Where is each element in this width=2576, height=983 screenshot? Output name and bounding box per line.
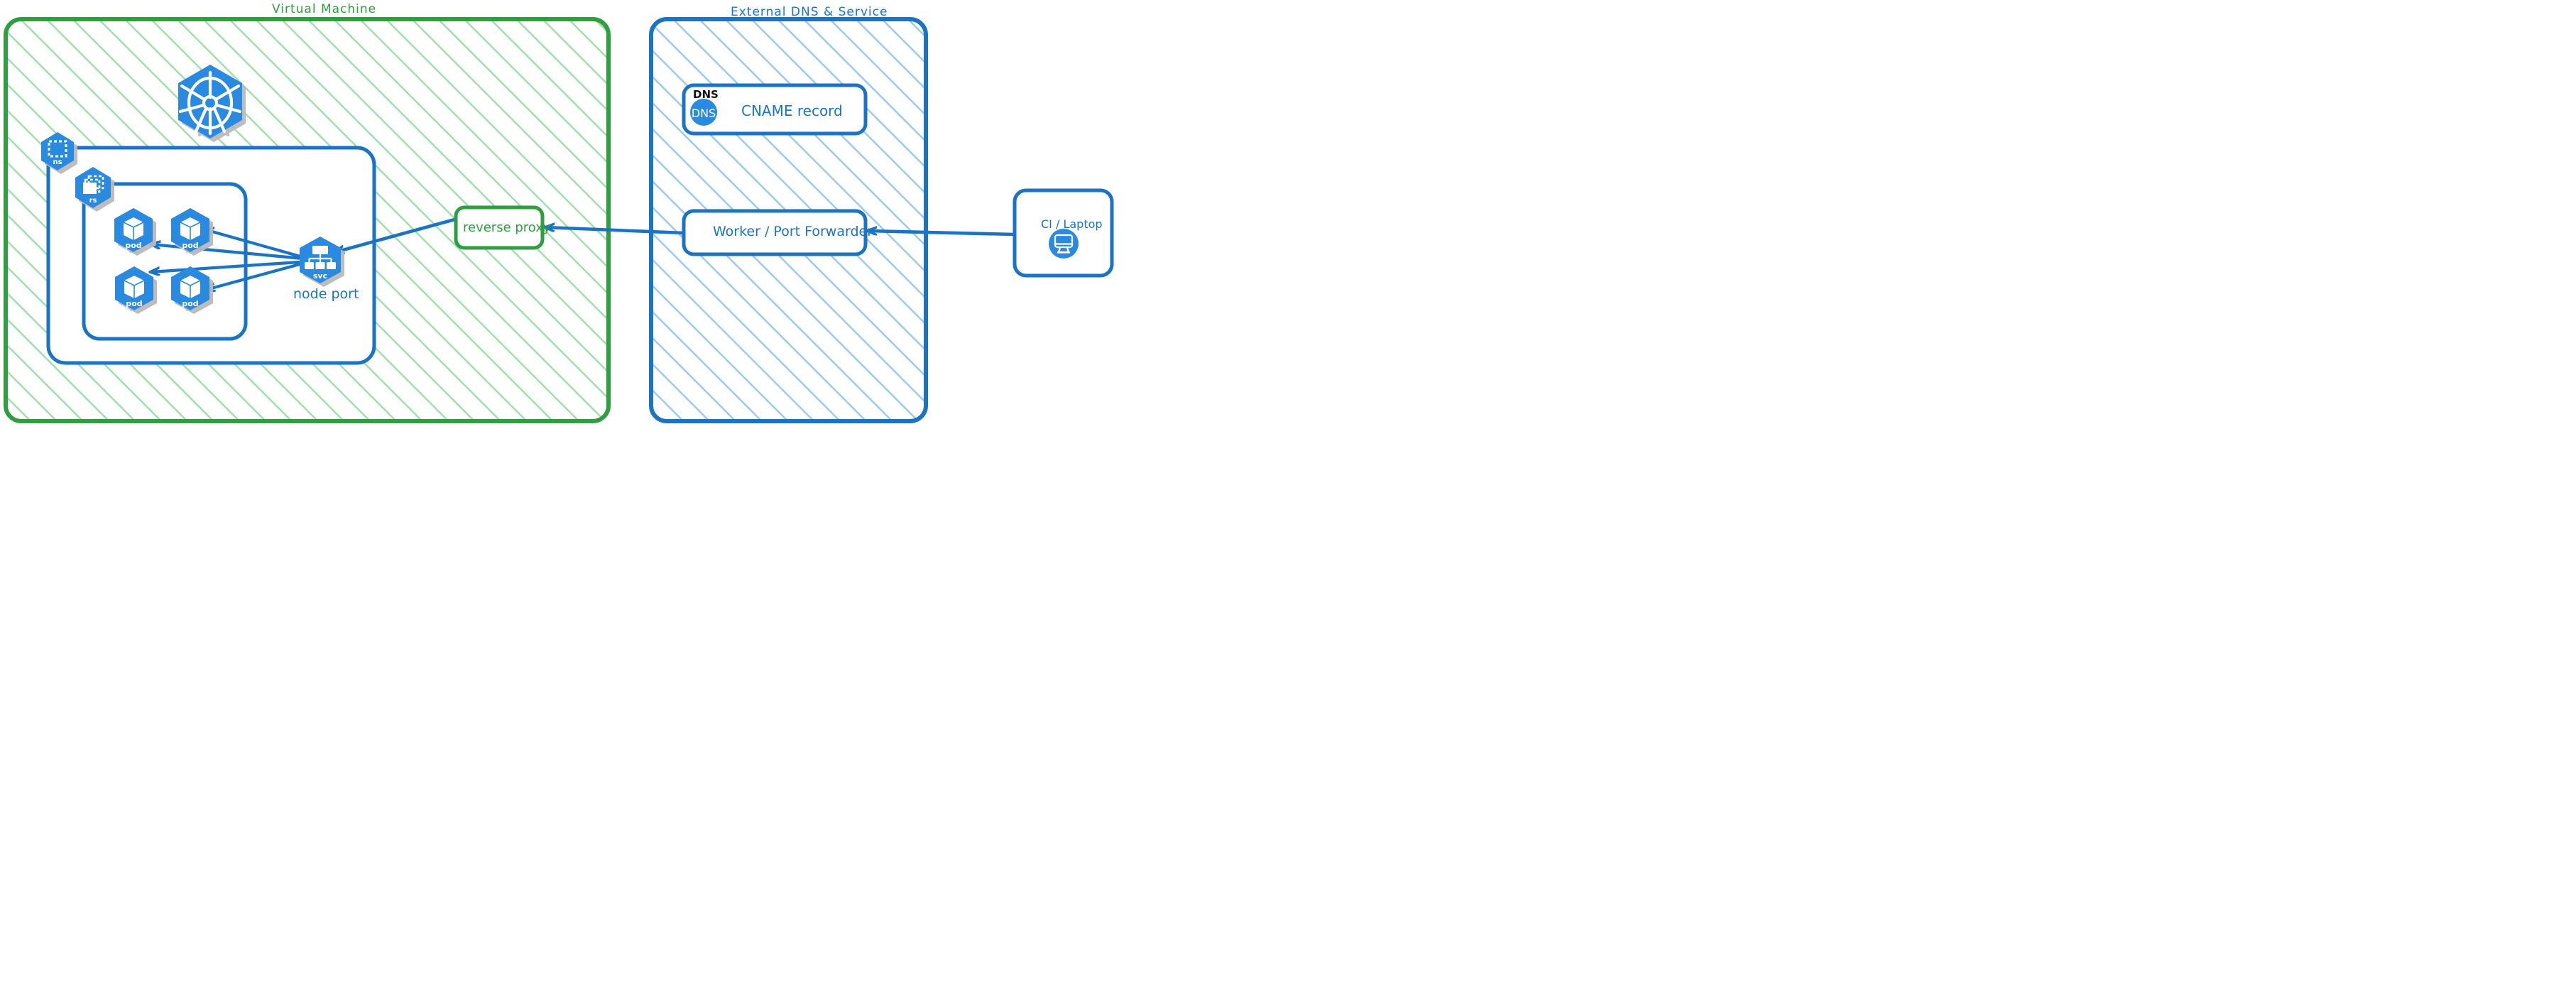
worker-card-label: Worker / Port Forwarder: [713, 224, 873, 239]
svg-text:svc: svc: [313, 271, 327, 281]
svg-text:pod: pod: [182, 299, 198, 308]
reverse-proxy-label: reverse proxy: [463, 220, 551, 235]
dns-badge-icon: [690, 99, 717, 126]
edge-client-to-worker: [868, 231, 1016, 237]
pod-icon-4: pod: [171, 266, 209, 310]
pod-icon-3: pod: [115, 266, 153, 310]
service-to-pod-edges: [151, 229, 312, 290]
dns-card[interactable]: DNS: [682, 83, 868, 136]
desktop-monitor-icon: [1049, 229, 1079, 259]
reverse-proxy-box[interactable]: [454, 205, 545, 250]
edge-svc-pod-2: [204, 229, 312, 261]
ns-icon: ns: [41, 132, 74, 170]
vm-panel-title: Virtual Machine: [272, 2, 377, 16]
svg-text:ns: ns: [53, 158, 62, 166]
worker-card[interactable]: [682, 209, 868, 256]
client-card-label: CI / Laptop: [1041, 217, 1103, 231]
svg-text:pod: pod: [126, 299, 142, 308]
svg-text:pod: pod: [125, 241, 141, 250]
svg-text:rs: rs: [89, 197, 97, 205]
rs-icon: rs: [75, 167, 111, 208]
replicaset-box: [82, 182, 248, 341]
dns-card-title: CNAME record: [741, 102, 843, 119]
edge-svc-pod-3: [151, 259, 312, 272]
edge-worker-to-reverseproxy: [545, 227, 686, 235]
edge-svc-pod-4: [206, 259, 312, 290]
dns-card-tag: DNS: [693, 88, 719, 101]
edge-svc-pod-1: [151, 244, 312, 261]
pod-icon-1: pod: [114, 208, 153, 252]
node-port-label: node port: [293, 286, 359, 302]
client-card[interactable]: [1013, 188, 1114, 278]
svg-text:pod: pod: [182, 241, 198, 250]
edge-reverseproxy-to-svc: [335, 214, 467, 252]
pod-icon-2: pod: [171, 208, 209, 252]
svc-icon: svc: [300, 237, 341, 283]
kubernetes-logo-icon: [178, 65, 242, 139]
external-panel-title: External DNS & Service: [731, 5, 888, 19]
svg-text:DNS: DNS: [692, 107, 716, 120]
